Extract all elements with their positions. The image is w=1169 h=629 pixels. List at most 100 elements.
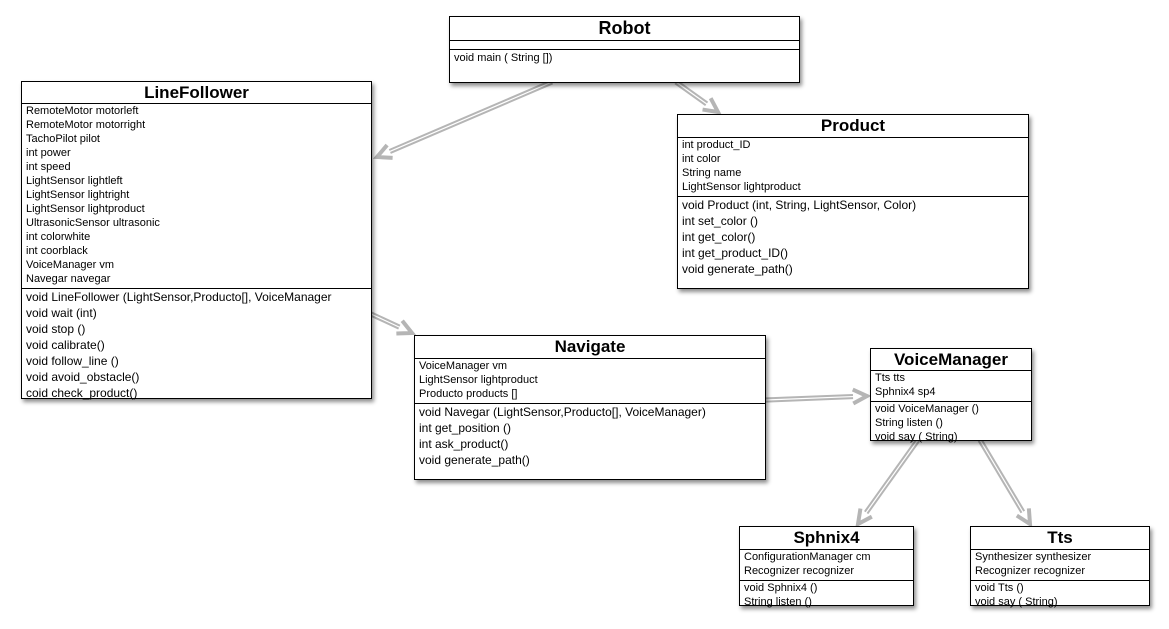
- method-row: void avoid_obstacle(): [26, 370, 140, 384]
- association-line: [866, 440, 921, 515]
- method-row: void VoiceManager (): [875, 403, 979, 415]
- attributes-section: Tts tts Sphnix4 sp4: [871, 371, 1031, 402]
- method-row: int get_product_ID(): [682, 246, 789, 260]
- class-name: Product: [678, 115, 1028, 138]
- method-row: void say ( String): [875, 431, 958, 443]
- attribute-row: int colorwhite: [26, 231, 91, 243]
- attribute-row: String name: [682, 167, 742, 179]
- association-voicemanager-tts: [977, 438, 1033, 528]
- attribute-row: LightSensor lightproduct: [682, 181, 801, 193]
- methods-section: void Tts () void say ( String): [971, 581, 1149, 611]
- arrowhead: [396, 319, 417, 336]
- class-name: Navigate: [415, 336, 765, 359]
- class-voicemanager[interactable]: VoiceManager Tts tts Sphnix4 sp4 void Vo…: [870, 348, 1032, 443]
- arrowhead: [1015, 508, 1033, 528]
- method-row: void LineFollower (LightSensor,Producto[…: [26, 290, 332, 304]
- method-row: void main ( String []): [454, 52, 553, 64]
- method-row: void wait (int): [26, 306, 97, 320]
- attribute-row: UltrasonicSensor ultrasonic: [26, 217, 160, 229]
- association-line: [676, 79, 709, 104]
- association-line: [980, 438, 1026, 512]
- class-linefollower[interactable]: LineFollower RemoteMotor motorleft Remot…: [21, 81, 372, 400]
- attribute-row: int power: [26, 147, 71, 159]
- method-row: void Product (int, String, LightSensor, …: [682, 198, 917, 212]
- method-row: String listen (): [744, 596, 812, 608]
- methods-section: void Sphnix4 () String listen (): [740, 581, 913, 611]
- class-tts[interactable]: Tts Synthesizer synthesizer Recognizer r…: [970, 526, 1150, 608]
- attributes-section: ConfigurationManager cm Recognizer recog…: [740, 550, 913, 581]
- methods-section: void main ( String []): [450, 50, 799, 67]
- method-row: void say ( String): [975, 596, 1058, 608]
- methods-section: void Product (int, String, LightSensor, …: [678, 197, 1028, 279]
- class-name: VoiceManager: [871, 349, 1031, 371]
- attribute-row: Recognizer recognizer: [975, 565, 1086, 577]
- method-row: int get_color(): [682, 230, 756, 244]
- attribute-row: LightSensor lightproduct: [419, 374, 538, 386]
- method-row: void stop (): [26, 322, 86, 336]
- association-robot-linefollower: [372, 79, 554, 160]
- method-row: coid check_product(): [26, 386, 138, 400]
- class-robot[interactable]: Robot void main ( String []): [449, 16, 800, 83]
- attribute-row: int product_ID: [682, 139, 751, 151]
- attribute-row: int speed: [26, 161, 71, 173]
- association-linefollower-navigate: [369, 311, 417, 336]
- association-line: [765, 393, 853, 400]
- class-name: Tts: [971, 527, 1149, 550]
- attributes-section: int product_ID int color String name Lig…: [678, 138, 1028, 197]
- method-row: void Navegar (LightSensor,Producto[], Vo…: [419, 405, 706, 419]
- attributes-section: RemoteMotor motorleft RemoteMotor motorr…: [22, 104, 371, 289]
- association-line: [390, 82, 554, 154]
- method-row: void calibrate(): [26, 338, 105, 352]
- association-line: [977, 440, 1023, 514]
- attribute-row: ConfigurationManager cm: [744, 551, 871, 563]
- attribute-row: int coorblack: [26, 245, 88, 257]
- method-row: void generate_path(): [682, 262, 793, 276]
- class-navigate[interactable]: Navigate VoiceManager vm LightSensor lig…: [414, 335, 766, 480]
- attributes-section: [450, 41, 799, 50]
- attribute-row: VoiceManager vm: [26, 259, 115, 271]
- arrowhead: [851, 387, 872, 406]
- attributes-section: Synthesizer synthesizer Recognizer recog…: [971, 550, 1149, 581]
- attributes-section: VoiceManager vm LightSensor lightproduct…: [415, 359, 765, 404]
- association-line: [864, 438, 918, 513]
- association-line: [369, 314, 400, 330]
- method-row: int ask_product(): [419, 437, 509, 451]
- class-sphnix4[interactable]: Sphnix4 ConfigurationManager cm Recogniz…: [739, 526, 914, 608]
- class-name: Sphnix4: [740, 527, 913, 550]
- methods-section: void VoiceManager () String listen () vo…: [871, 402, 1031, 446]
- attribute-row: Producto products []: [419, 388, 518, 400]
- attribute-row: Tts tts: [875, 372, 905, 384]
- association-navigate-voicemanager: [765, 387, 872, 406]
- attribute-row: Synthesizer synthesizer: [975, 551, 1092, 563]
- method-row: void Sphnix4 (): [744, 582, 818, 594]
- attribute-row: LightSensor lightright: [26, 189, 130, 201]
- attribute-row: LightSensor lightproduct: [26, 203, 145, 215]
- methods-section: void Navegar (LightSensor,Producto[], Vo…: [415, 404, 765, 470]
- association-line: [388, 79, 552, 151]
- attribute-row: Sphnix4 sp4: [875, 386, 936, 398]
- method-row: void Tts (): [975, 582, 1024, 594]
- attribute-row: LightSensor lightleft: [26, 175, 123, 187]
- association-robot-product: [674, 79, 722, 115]
- class-name: LineFollower: [22, 82, 371, 104]
- method-row: void follow_line (): [26, 354, 119, 368]
- association-line: [371, 311, 401, 327]
- arrowhead: [702, 97, 722, 115]
- attribute-row: Navegar navegar: [26, 273, 111, 285]
- methods-section: void LineFollower (LightSensor,Producto[…: [22, 289, 371, 403]
- attribute-row: TachoPilot pilot: [26, 133, 100, 145]
- class-product[interactable]: Product int product_ID int color String …: [677, 114, 1029, 289]
- association-voicemanager-sphnix4: [855, 438, 921, 528]
- method-row: int set_color (): [682, 214, 759, 228]
- attribute-row: RemoteMotor motorright: [26, 119, 146, 131]
- association-line: [766, 397, 854, 403]
- method-row: void generate_path(): [419, 453, 530, 467]
- arrowhead: [855, 508, 873, 528]
- arrowhead: [372, 143, 393, 160]
- method-row: int get_position (): [419, 421, 512, 435]
- class-name: Robot: [450, 17, 799, 41]
- method-row: String listen (): [875, 417, 943, 429]
- association-line: [674, 82, 707, 106]
- attribute-row: int color: [682, 153, 721, 165]
